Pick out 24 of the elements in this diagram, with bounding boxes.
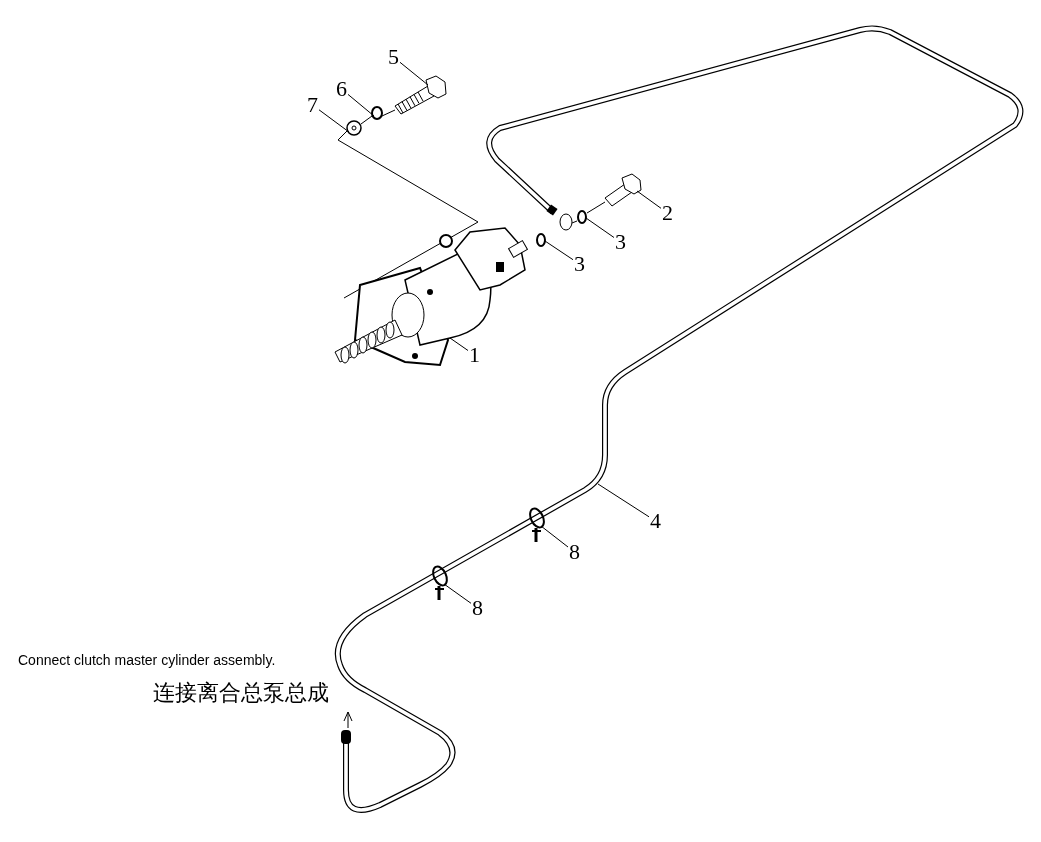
brake-pipe-drawing xyxy=(335,26,1023,813)
instruction-note: 连接离合总泵总成 xyxy=(153,679,329,707)
leader-line xyxy=(443,583,472,604)
callout-number: 8 xyxy=(568,541,581,563)
banjo-bolt-drawing xyxy=(604,173,642,207)
callout-number: 4 xyxy=(649,510,662,532)
callout-number: 8 xyxy=(471,597,484,619)
leader-line xyxy=(585,217,615,238)
leader-line xyxy=(540,525,569,548)
bolt-drawing xyxy=(394,75,447,115)
callout-number: 5 xyxy=(387,46,400,68)
callout-number: 2 xyxy=(661,202,674,224)
leader-line xyxy=(636,190,662,209)
callout-number: 1 xyxy=(468,344,481,366)
callout-number: 3 xyxy=(573,253,586,275)
leader-line xyxy=(347,93,375,117)
leader-line xyxy=(318,109,350,133)
instruction-note: Connect clutch master cylinder assembly. xyxy=(18,652,276,668)
callout-number: 7 xyxy=(306,94,319,116)
callout-number: 3 xyxy=(614,231,627,253)
leader-line xyxy=(544,240,574,261)
leader-line xyxy=(449,337,469,351)
callout-number: 6 xyxy=(335,78,348,100)
leader-line xyxy=(597,483,650,518)
